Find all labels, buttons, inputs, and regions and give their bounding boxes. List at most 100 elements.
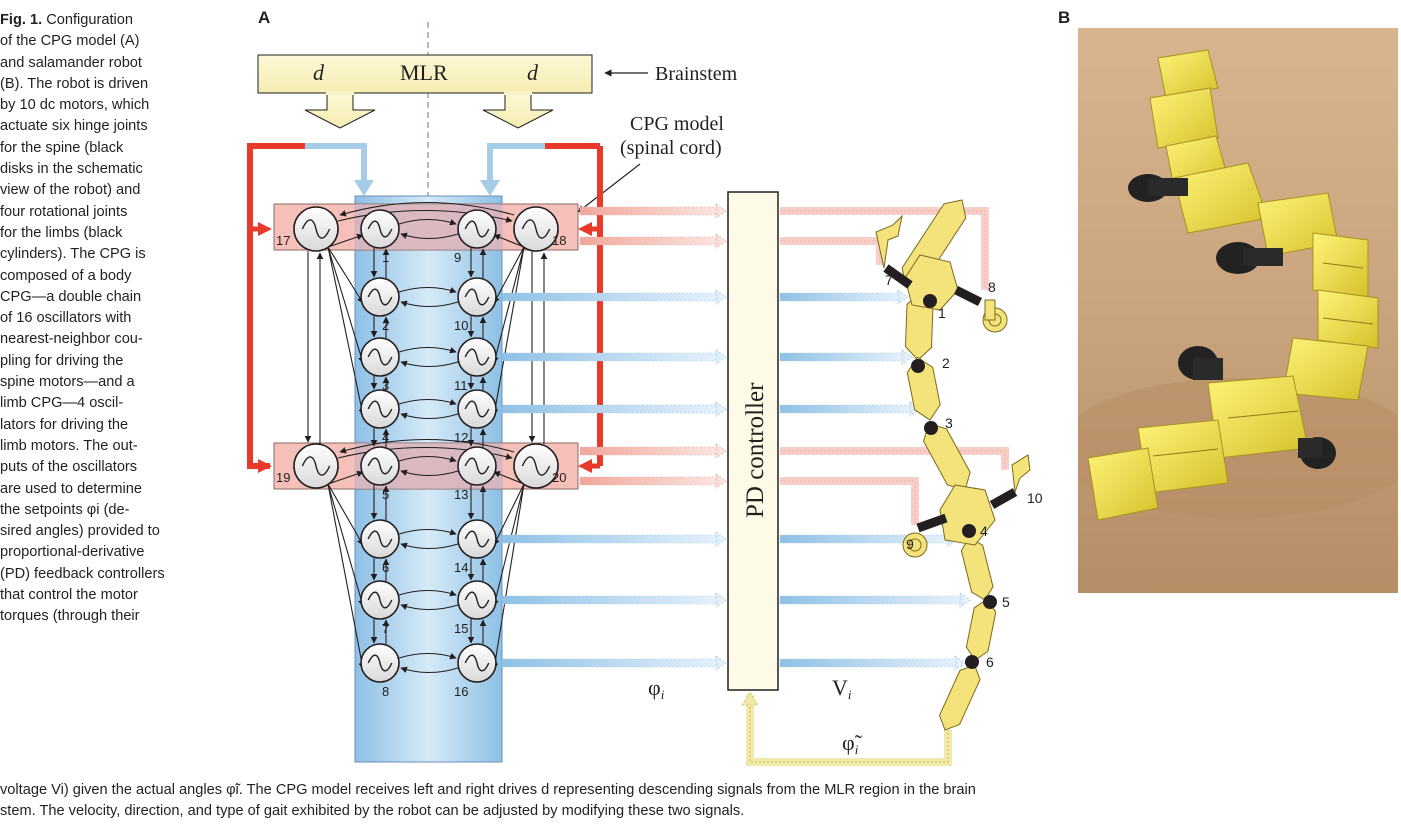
- oscillator-number: 17: [276, 233, 290, 248]
- robot-segment: [960, 536, 994, 601]
- cpg-model-diagram: d MLR d Brainstem CPG model (spinal cord…: [247, 22, 1043, 766]
- robot-photo: [1078, 28, 1398, 593]
- pd-output-arrow: [779, 531, 959, 547]
- limb-number: 9: [906, 536, 914, 552]
- output-arrow-limb: [579, 203, 727, 219]
- robot-joint: [924, 421, 938, 435]
- caption-line: voltage Vi) given the actual angles φ̃i.…: [0, 782, 976, 798]
- figure-label: Fig. 1.: [0, 12, 43, 28]
- robot-joint: [923, 294, 937, 308]
- output-arrow-body: [501, 401, 727, 417]
- figure-caption-bottom: voltage Vi) given the actual angles φ̃i.…: [0, 780, 1395, 823]
- output-arrow-limb: [579, 233, 727, 249]
- limb-number: 10: [1027, 490, 1043, 506]
- caption-line: disks in the schematic: [0, 161, 143, 178]
- foot-7: [875, 214, 903, 269]
- drive-right-label: d: [527, 60, 539, 85]
- limb-rod: [989, 488, 1018, 509]
- oscillator-limb: 18: [513, 206, 566, 252]
- limb-rod: [953, 285, 983, 307]
- caption-line: sired angles) provided to: [0, 523, 160, 540]
- robot-segment: [938, 664, 981, 731]
- caption-line: proportional-derivative: [0, 544, 145, 561]
- oscillator-number: 14: [454, 560, 468, 575]
- robot-joint: [983, 595, 997, 609]
- oscillator-limb: 17: [276, 206, 339, 252]
- oscillator-number: 13: [454, 487, 468, 502]
- pd-output-arrow: [779, 401, 921, 417]
- robot-photo-image: [1078, 28, 1398, 593]
- joint-number: 3: [945, 415, 953, 431]
- pd-output-limb: [780, 207, 989, 290]
- oscillator-number: 5: [382, 487, 389, 502]
- caption-line: stem. The velocity, direction, and type …: [0, 803, 745, 820]
- oscillator-number: 19: [276, 470, 290, 485]
- oscillator-right: 11: [454, 337, 497, 393]
- oscillator-number: 11: [454, 378, 468, 393]
- output-arrow-body: [501, 592, 727, 608]
- caption-line: are used to determine: [0, 480, 142, 497]
- caption-line: actuate six hinge joints: [0, 118, 148, 135]
- oscillator-connections: [304, 201, 548, 674]
- output-arrow-body: [501, 655, 727, 671]
- joint-number: 5: [1002, 594, 1010, 610]
- caption-line: for the limbs (black: [0, 224, 123, 241]
- oscillator-right: 12: [454, 389, 497, 445]
- caption-line: nearest-neighbor cou-: [0, 331, 143, 348]
- caption-line: puts of the oscillators: [0, 459, 138, 476]
- caption-line: of 16 oscillators with: [0, 310, 132, 327]
- caption-line: for the spine (black: [0, 139, 124, 156]
- oscillator-number: 20: [552, 470, 566, 485]
- oscillator-left: 7: [360, 580, 400, 636]
- robot-joint: [962, 524, 976, 538]
- output-arrow-limb: [579, 443, 727, 459]
- oscillator-limb: 20: [513, 443, 566, 489]
- caption-line: torques (through their: [0, 608, 140, 625]
- caption-line: view of the robot) and: [0, 182, 141, 199]
- oscillator-number: 3: [382, 378, 389, 393]
- joint-number: 4: [980, 523, 988, 539]
- oscillator-number: 1: [382, 250, 389, 265]
- caption-line: (B). The robot is driven: [0, 75, 149, 92]
- oscillator-right: 14: [454, 519, 497, 575]
- oscillator-number: 4: [382, 430, 389, 445]
- pd-output-arrow: [779, 349, 913, 365]
- oscillator-left: 2: [360, 277, 400, 333]
- joint-number: 1: [938, 305, 946, 321]
- panel-b-letter: B: [1058, 8, 1071, 27]
- pd-output-arrow: [779, 592, 971, 608]
- oscillator-number: 15: [454, 621, 468, 636]
- caption-line: lators for driving the: [0, 416, 129, 433]
- caption-line: limb CPG—4 oscil-: [0, 395, 124, 412]
- drive-lines: [247, 143, 603, 473]
- limb-rod: [883, 264, 913, 289]
- caption-line: that control the motor: [0, 587, 138, 604]
- oscillator-number: 12: [454, 430, 468, 445]
- oscillator-number: 6: [382, 560, 389, 575]
- panel-a-letter: A: [258, 8, 271, 27]
- pd-output-limb: [780, 477, 919, 525]
- oscillator-right: 15: [454, 580, 497, 636]
- pd-output-limb: [780, 237, 884, 265]
- phi-label: φi: [648, 675, 665, 702]
- limb-rod: [916, 513, 948, 533]
- oscillator-number: 16: [454, 684, 468, 699]
- pd-output-arrow: [779, 289, 909, 305]
- foot-10: [1011, 454, 1031, 493]
- spinal-cord-label: (spinal cord): [620, 137, 722, 159]
- pd-controller-label: PD controller: [742, 382, 769, 518]
- oscillator-left: 3: [360, 337, 400, 393]
- oscillator-right: 10: [454, 277, 497, 333]
- figure-caption-side: Fig. 1. Configuration of the CPG model (…: [0, 10, 216, 628]
- output-arrow-body: [501, 531, 727, 547]
- drive-left-label: d: [313, 60, 325, 85]
- robot-joint: [965, 655, 979, 669]
- oscillator-left: 5: [360, 446, 400, 502]
- cpg-pointer-arrow: [577, 163, 641, 213]
- oscillator-left: 1: [360, 209, 400, 265]
- cpg-model-label: CPG model: [630, 113, 724, 135]
- oscillator-right: 16: [454, 643, 497, 699]
- oscillator-number: 10: [454, 318, 468, 333]
